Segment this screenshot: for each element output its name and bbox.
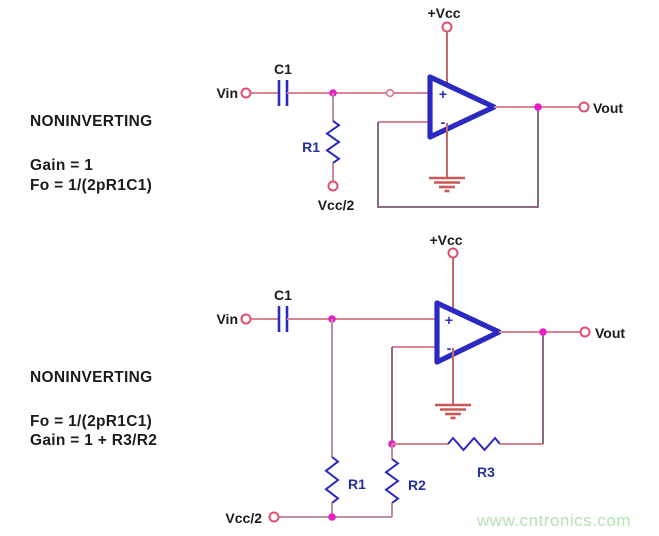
- bottom-circuit-title: NONINVERTING: [30, 369, 152, 386]
- bottom-vcc-terminal: [447, 247, 459, 259]
- bottom-vcc-half-label: Vcc/2: [225, 510, 262, 526]
- top-vcc-terminal: [441, 21, 453, 33]
- top-circuit-title: NONINVERTING: [30, 113, 152, 130]
- watermark: www.cntronics.com: [476, 511, 631, 530]
- bottom-vout-label: Vout: [595, 325, 625, 341]
- top-vin-label: Vin: [216, 85, 238, 101]
- bottom-output-junction-dot: [539, 328, 547, 336]
- bottom-r1-label: R1: [348, 476, 366, 492]
- top-circuit: NONINVERTING Gain = 1 Fo = 1/(2pR1C1) Vi…: [30, 5, 623, 213]
- bottom-c1-label: C1: [274, 287, 292, 303]
- top-fo-formula: Fo = 1/(2pR1C1): [30, 177, 152, 194]
- bottom-vcc-label: +Vcc: [429, 232, 462, 248]
- bottom-fo-formula: Fo = 1/(2pR1C1): [30, 413, 152, 430]
- top-opamp-plus-sign: +: [439, 86, 447, 102]
- top-vcc-label: +Vcc: [427, 5, 460, 21]
- top-input-pin-circle: [385, 88, 395, 98]
- bottom-opamp-plus-sign: +: [445, 312, 453, 328]
- bottom-circuit: NONINVERTING Fo = 1/(2pR1C1) Gain = 1 + …: [30, 232, 625, 526]
- bottom-r2-resistor: [384, 458, 400, 504]
- top-r1-label: R1: [302, 139, 320, 155]
- top-feedback-wire: [377, 110, 539, 208]
- bottom-r3-label: R3: [477, 464, 495, 480]
- bottom-ground-symbol: [435, 403, 471, 420]
- bottom-rail-junction-dot: [328, 513, 336, 521]
- bottom-gain-formula: Gain = 1 + R3/R2: [30, 432, 157, 449]
- bottom-vout-terminal: [579, 326, 591, 338]
- bottom-vin-label: Vin: [216, 311, 238, 327]
- top-vout-label: Vout: [593, 100, 623, 116]
- top-vcc-half-label: Vcc/2: [318, 197, 355, 213]
- top-vcc-half-terminal: [327, 180, 339, 192]
- top-r1-resistor: [325, 120, 341, 164]
- bottom-opamp: [434, 300, 502, 365]
- top-ground-symbol: [429, 176, 465, 193]
- bottom-opamp-minus-sign: -: [447, 340, 452, 356]
- bottom-r2-label: R2: [408, 477, 426, 493]
- top-vout-terminal: [578, 101, 590, 113]
- bottom-r3-resistor: [447, 436, 501, 452]
- top-opamp: [427, 74, 497, 140]
- top-output-junction-dot: [534, 103, 542, 111]
- top-opamp-minus-sign: -: [441, 114, 446, 130]
- bottom-vcc-half-terminal: [268, 511, 280, 523]
- bottom-vin-terminal: [240, 313, 252, 325]
- top-c1-label: C1: [274, 61, 292, 77]
- bottom-r1-resistor: [324, 456, 340, 504]
- top-gain-formula: Gain = 1: [30, 157, 93, 174]
- top-vin-terminal: [240, 87, 252, 99]
